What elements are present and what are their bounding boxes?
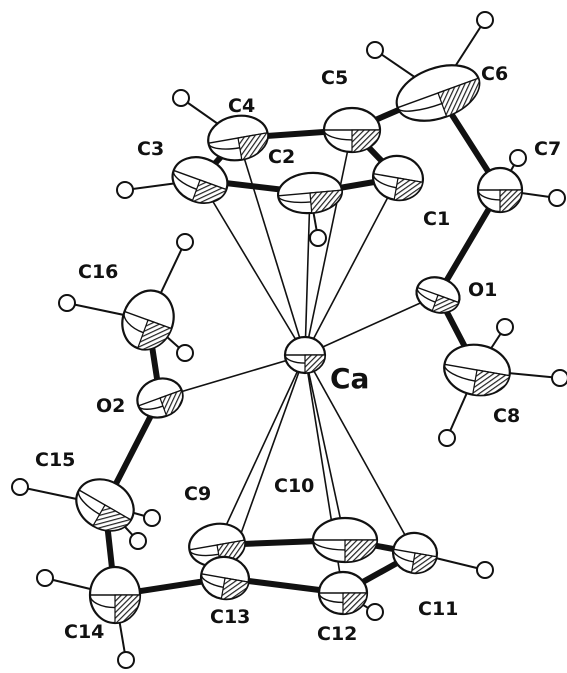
atom-c6 (395, 64, 481, 122)
ca-c10-contact (304, 354, 346, 541)
ca-o2-contact (159, 354, 306, 399)
hydrogen-atom (58, 294, 76, 312)
hydrogen-atom (143, 509, 161, 527)
label-o2: O2 (96, 395, 125, 417)
hydrogen-atom (116, 181, 134, 199)
atoms (75, 64, 524, 625)
label-c5: C5 (321, 67, 348, 89)
atom-c15 (75, 478, 135, 532)
atom-o1 (415, 276, 461, 314)
hydrogen-atom (172, 89, 190, 107)
label-c10: C10 (274, 475, 314, 497)
label-c12: C12 (317, 623, 357, 645)
atom-c4 (207, 114, 269, 162)
label-c14: C14 (64, 621, 104, 643)
label-c6: C6 (481, 63, 508, 85)
hydrogen-atom (548, 189, 566, 207)
label-c15: C15 (35, 449, 75, 471)
label-o1: O1 (468, 279, 497, 301)
atom-ca (283, 335, 327, 375)
hydrogen-atoms (11, 11, 567, 669)
hydrogen-atom (496, 318, 514, 336)
hydrogen-atom (551, 369, 567, 387)
label-c4: C4 (228, 95, 255, 117)
atom-c5 (322, 106, 382, 154)
hydrogen-bonds (19, 19, 561, 661)
hydrogen-atom (11, 478, 29, 496)
hydrogen-atom (36, 569, 54, 587)
label-c7: C7 (534, 138, 561, 160)
ca-c11-contact (304, 354, 416, 554)
ca-o1-contact (304, 294, 439, 356)
hydrogen-atom (509, 149, 527, 167)
hydrogen-atom (438, 429, 456, 447)
ca-c2-contact (304, 192, 311, 356)
atom-c11 (391, 531, 439, 575)
label-c1: C1 (423, 208, 450, 230)
hydrogen-atom (176, 344, 194, 362)
label-c2: C2 (268, 146, 295, 168)
atom-c2 (276, 171, 344, 215)
atom-c7 (476, 166, 524, 214)
atom-c16 (121, 289, 175, 351)
hydrogen-atom (309, 229, 327, 247)
ca-c1-contact (304, 177, 399, 356)
label-c8: C8 (493, 405, 520, 427)
atom-c13 (199, 555, 251, 601)
atom-c12 (317, 570, 369, 616)
label-c3: C3 (137, 138, 164, 160)
ca-c3-contact (199, 179, 306, 356)
atom-o2 (136, 377, 184, 419)
hydrogen-atom (129, 532, 147, 550)
ca-c9-contact (216, 354, 306, 546)
atom-c1 (371, 154, 425, 202)
label-c11: C11 (418, 598, 458, 620)
atom-c3 (171, 156, 229, 204)
atom-c10 (311, 516, 379, 564)
label-ca: Ca (330, 362, 369, 395)
hydrogen-atom (476, 561, 494, 579)
label-c9: C9 (184, 483, 211, 505)
hydrogen-atom (176, 233, 194, 251)
label-c13: C13 (210, 606, 250, 628)
hydrogen-atom (476, 11, 494, 29)
ca-c5-contact (304, 129, 353, 356)
atom-c8 (443, 343, 511, 397)
label-c16: C16 (78, 261, 118, 283)
hydrogen-atom (117, 651, 135, 669)
hydrogen-atom (366, 603, 384, 621)
hydrogen-atom (366, 41, 384, 59)
ca-c4-contact (237, 137, 306, 356)
atom-c14 (88, 565, 142, 625)
